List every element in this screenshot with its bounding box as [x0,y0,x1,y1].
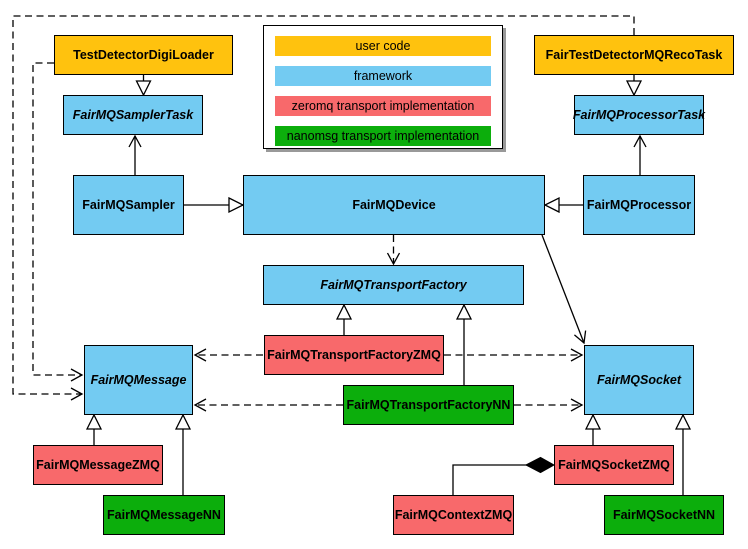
class-box-fairmqmessagezmq: FairMQMessageZMQ [33,445,163,485]
edge-recotask-message-dependency [12,15,635,401]
legend-item-framework: framework [275,66,491,86]
composition-diamond-icon [524,456,556,474]
edge-contextzmq-socketzmq-composition [452,464,527,495]
class-box-fairmqtransportfactory: FairMQTransportFactory [263,265,524,305]
legend-item-user-code: user code [275,36,491,56]
class-box-fairmqtransportfactoryzmq: FairMQTransportFactoryZMQ [264,335,444,375]
edge-device-socket-association [541,234,587,345]
class-box-fairmqprocessor: FairMQProcessor [583,175,695,235]
class-box-fairtestdetectormqrecotask: FairTestDetectorMQRecoTask [534,35,734,75]
class-box-fairmqcontextzmq: FairMQContextZMQ [393,495,514,535]
class-box-fairmqprocessortask: FairMQProcessorTask [573,95,705,135]
class-box-fairmqtransportfactorynn: FairMQTransportFactoryNN [343,385,514,425]
class-box-fairmqsocketnn: FairMQSocketNN [604,495,724,535]
class-box-fairmqsocket: FairMQSocket [584,345,694,415]
class-box-fairmqmessagenn: FairMQMessageNN [103,495,225,535]
legend-box: user code framework zeromq transport imp… [263,25,503,149]
legend-item-nanomsg: nanomsg transport implementation [275,126,491,146]
edge-digiloader-message-dependency [32,62,84,382]
class-box-testdetectordigiloader: TestDetectorDigiLoader [54,35,233,75]
class-box-fairmqsampler: FairMQSampler [73,175,184,235]
class-box-fairmqsamplertask: FairMQSamplerTask [63,95,203,135]
legend-item-zeromq: zeromq transport implementation [275,96,491,116]
class-box-fairmqmessage: FairMQMessage [84,345,193,415]
class-box-fairmqdevice: FairMQDevice [243,175,545,235]
class-box-fairmqsocketzmq: FairMQSocketZMQ [554,445,674,485]
